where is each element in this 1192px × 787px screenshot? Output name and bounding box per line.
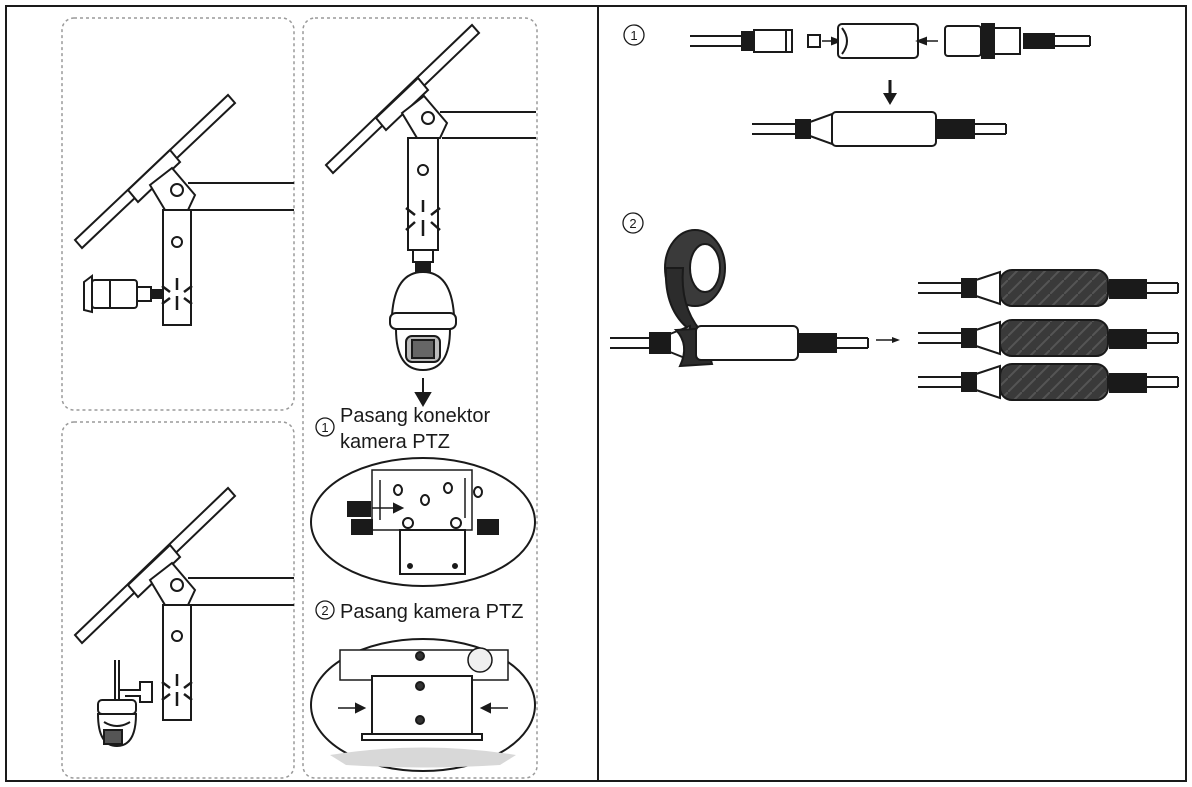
right-arrow xyxy=(876,337,900,343)
right-step2-number: 2 xyxy=(629,216,636,231)
wrapped-cable-3 xyxy=(918,363,1179,401)
step2-label: 2 Pasang kamera PTZ xyxy=(315,600,523,623)
panel-bottom-left xyxy=(61,421,295,779)
step1-label: 1 Pasang konektor kamera PTZ xyxy=(315,405,490,453)
outer-frame xyxy=(5,5,1187,782)
step2-number: 2 xyxy=(321,603,328,618)
panel-middle xyxy=(302,17,538,779)
panel-top-left xyxy=(61,17,295,411)
step2-text: Pasang kamera PTZ xyxy=(340,601,523,623)
cable-connection-after xyxy=(752,111,1007,147)
cable-connection-before xyxy=(690,23,1091,59)
right-step1-number-badge xyxy=(623,24,645,46)
step1-text-line1: Pasang konektor xyxy=(340,405,490,427)
step2-number-badge xyxy=(315,600,335,620)
step1-text-line2: kamera PTZ xyxy=(340,431,450,453)
wrapped-cable-1 xyxy=(918,269,1179,307)
bullet-camera-mount-illustration xyxy=(73,93,294,326)
step1-number-badge xyxy=(315,417,335,437)
connector-detail-illustration xyxy=(310,457,536,587)
tape-wrapping-illustration xyxy=(610,229,869,368)
wrapped-cable-2 xyxy=(918,319,1179,357)
ptz-camera-large-mount-illustration xyxy=(324,23,536,407)
down-arrow xyxy=(883,80,897,105)
ptz-camera-small-mount-illustration xyxy=(73,486,294,748)
camera-attach-detail-illustration xyxy=(310,638,536,772)
step1-number: 1 xyxy=(321,420,328,435)
right-step2-number-badge xyxy=(622,212,644,234)
right-step1-number: 1 xyxy=(630,28,637,43)
